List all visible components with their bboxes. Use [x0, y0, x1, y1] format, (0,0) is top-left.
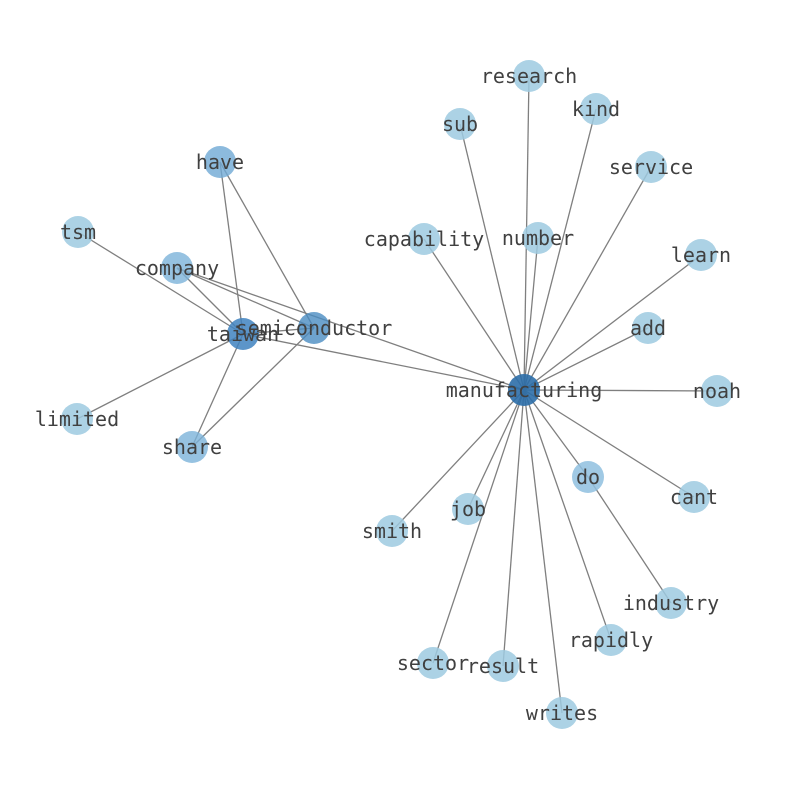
node-taiwan [227, 318, 259, 350]
edge-manufacturing-service [523, 166, 652, 391]
node-label-taiwan: taiwan [207, 322, 279, 346]
node-manufacturing [508, 374, 540, 406]
node-label-noah: noah [693, 379, 741, 403]
edge-manufacturing-sub [459, 123, 525, 391]
node-label-writes: writes [526, 701, 598, 725]
edge-manufacturing-do [523, 389, 589, 478]
node-label-sub: sub [442, 112, 478, 136]
edge-manufacturing-number [523, 237, 539, 391]
node-label-kind: kind [572, 97, 620, 121]
node-label-do: do [576, 465, 600, 489]
edge-taiwan-have [219, 161, 244, 335]
edge-manufacturing-job [467, 389, 525, 510]
node-noah [701, 375, 733, 407]
edge-semiconductor-share [191, 327, 315, 448]
node-label-cant: cant [670, 485, 718, 509]
node-label-learn: learn [671, 243, 731, 267]
node-share [176, 431, 208, 463]
edge-manufacturing-kind [523, 108, 597, 391]
edge-manufacturing-learn [523, 254, 702, 391]
node-company [161, 252, 193, 284]
node-label-have: have [196, 150, 244, 174]
node-writes [546, 697, 578, 729]
node-label-smith: smith [362, 519, 422, 543]
edge-manufacturing-result [502, 389, 525, 667]
node-rapidly [595, 624, 627, 656]
edge-semiconductor-company [176, 267, 315, 329]
node-label-share: share [162, 435, 222, 459]
node-label-sector: sector [397, 651, 469, 675]
node-label-rapidly: rapidly [569, 628, 653, 652]
node-label-tsm: tsm [60, 220, 96, 244]
node-label-research: research [481, 64, 577, 88]
edge-taiwan-limited [76, 333, 244, 420]
edge-manufacturing-add [523, 327, 649, 391]
edge-manufacturing-writes [523, 389, 563, 714]
edge-semiconductor-have [219, 161, 315, 329]
node-label-job: job [450, 497, 486, 521]
node-sub [444, 108, 476, 140]
edge-manufacturing-capability [423, 238, 525, 391]
node-capability [408, 223, 440, 255]
node-service [635, 151, 667, 183]
edge-manufacturing-smith [391, 389, 525, 532]
node-add [632, 312, 664, 344]
node-kind [580, 93, 612, 125]
node-label-service: service [609, 155, 693, 179]
node-tsm [62, 216, 94, 248]
node-industry [655, 587, 687, 619]
node-label-company: company [135, 256, 219, 280]
edge-layer [76, 75, 718, 714]
node-research [513, 60, 545, 92]
node-smith [376, 515, 408, 547]
node-label-manufacturing: manufacturing [446, 378, 603, 402]
node-label-limited: limited [35, 407, 119, 431]
node-result [487, 650, 519, 682]
edge-manufacturing-taiwan [242, 333, 525, 391]
edge-manufacturing-rapidly [523, 389, 612, 641]
node-label-semiconductor: semiconductor [236, 316, 393, 340]
node-label-industry: industry [623, 591, 719, 615]
node-job [452, 493, 484, 525]
edge-taiwan-tsm [77, 231, 244, 335]
node-sector [417, 647, 449, 679]
edge-taiwan-share [191, 333, 244, 448]
node-number [522, 222, 554, 254]
edge-do-industry [587, 476, 672, 604]
node-have [204, 146, 236, 178]
node-limited [61, 403, 93, 435]
node-do [572, 461, 604, 493]
node-label-capability: capability [364, 227, 484, 251]
edge-manufacturing-company [176, 267, 525, 391]
node-layer [61, 60, 733, 729]
node-semiconductor [298, 312, 330, 344]
node-label-add: add [630, 316, 666, 340]
edge-manufacturing-noah [523, 389, 718, 392]
node-label-number: number [502, 226, 574, 250]
node-label-result: result [467, 654, 539, 678]
edge-manufacturing-cant [523, 389, 695, 498]
node-cant [678, 481, 710, 513]
edge-manufacturing-sector [432, 389, 525, 664]
node-learn [685, 239, 717, 271]
